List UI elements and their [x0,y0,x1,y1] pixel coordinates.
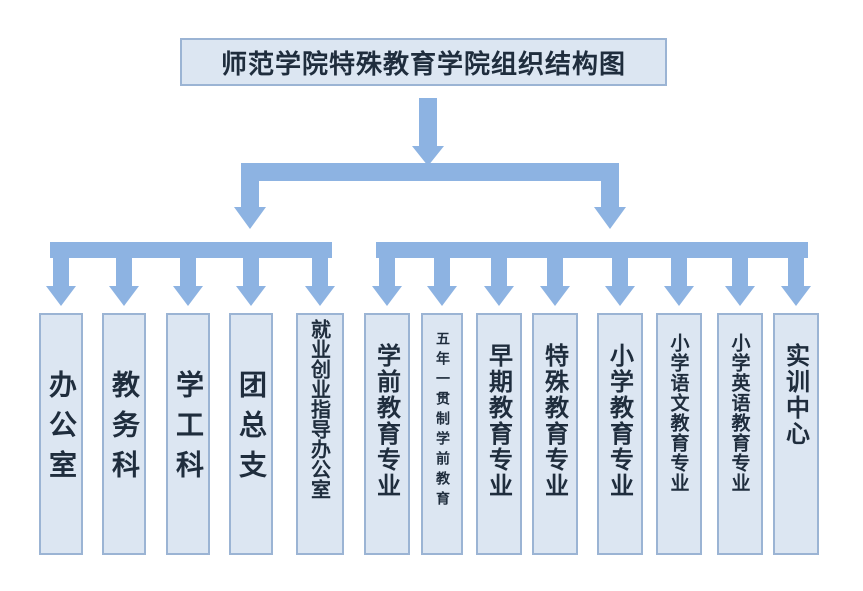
right-branch-arrow [594,163,626,229]
admin-arrow [46,242,76,306]
program-box: 实训中心 [773,313,819,555]
program-arrow [484,242,514,306]
program-arrow [605,242,635,306]
program-arrow [427,242,457,306]
admin-arrow [109,242,139,306]
program-branch-bar [376,242,808,258]
program-box: 小学教育专业 [597,313,643,555]
page-title: 师范学院特殊教育学院组织结构图 [180,38,667,86]
admin-unit-box: 教务科 [102,313,146,555]
top-branch-bar [241,163,619,181]
program-label: 特殊教育专业 [540,343,570,499]
program-box: 小学语文教育专业 [656,313,702,555]
admin-arrow [236,242,266,306]
program-label: 小学英语教育专业 [728,333,751,493]
trunk-arrow [412,98,444,166]
admin-arrow [305,242,335,306]
program-box: 五年一贯制学前教育 [421,313,463,555]
left-branch-arrow [234,163,266,229]
program-arrow [664,242,694,306]
program-label: 五年一贯制学前教育 [434,331,450,511]
program-arrow [781,242,811,306]
program-label: 小学语文教育专业 [667,333,690,493]
admin-arrow [173,242,203,306]
program-box: 特殊教育专业 [532,313,578,555]
program-label: 早期教育专业 [484,343,514,499]
program-label: 小学教育专业 [605,343,635,499]
program-box: 早期教育专业 [476,313,522,555]
admin-unit-box: 就业创业指导办公室 [296,313,344,555]
program-arrow [540,242,570,306]
admin-unit-box: 办公室 [39,313,83,555]
admin-unit-label: 团总支 [235,370,268,490]
admin-unit-label: 学工科 [172,370,205,490]
admin-unit-label: 办公室 [45,370,78,490]
program-label: 学前教育专业 [372,343,402,499]
admin-unit-box: 学工科 [166,313,210,555]
program-arrow [372,242,402,306]
admin-unit-label: 教务科 [108,370,141,490]
program-box: 小学英语教育专业 [717,313,763,555]
program-arrow [725,242,755,306]
admin-unit-label: 就业创业指导办公室 [307,319,332,499]
program-box: 学前教育专业 [364,313,410,555]
program-label: 实训中心 [781,343,811,447]
admin-unit-box: 团总支 [229,313,273,555]
